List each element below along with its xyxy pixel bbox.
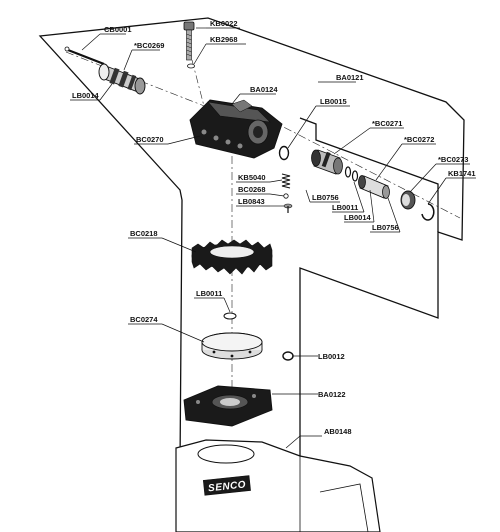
label-bc0218: BC0218 xyxy=(130,229,158,238)
part-bc0218-ring xyxy=(191,239,273,275)
axis-left-barrel xyxy=(65,51,231,117)
part-lb0843-screw xyxy=(283,203,293,213)
label-lb0011-a: LB0011 xyxy=(332,203,358,212)
frame-outline xyxy=(38,17,465,467)
part-lb0012-oring xyxy=(282,351,294,361)
part-lb0011-ring-a xyxy=(351,170,359,182)
label-kb2968: KB2968 xyxy=(210,35,238,44)
label-bc0272: *BC0272 xyxy=(404,135,434,144)
part-kb1741-clip xyxy=(421,203,435,221)
label-lb0015: LB0015 xyxy=(320,97,347,106)
label-lb0014-b: LB0014 xyxy=(344,213,372,222)
label-lb0756-b: LB0756 xyxy=(372,223,399,232)
label-bc0274: BC0274 xyxy=(130,315,158,324)
part-ab0148-body: SENCO xyxy=(175,439,381,532)
label-kb1741: KB1741 xyxy=(448,169,476,178)
label-bc0271: *BC0271 xyxy=(372,119,402,128)
label-ba0122: BA0122 xyxy=(318,390,346,399)
part-kb5040-spring xyxy=(281,173,291,189)
part-bc0274-plate xyxy=(201,332,263,360)
label-kb5040: KB5040 xyxy=(238,173,266,182)
label-lb0014-a: LB0014 xyxy=(72,91,100,100)
label-bc0268: BC0268 xyxy=(238,185,266,194)
part-bc0269-valve xyxy=(98,63,146,95)
part-bc0273-cap xyxy=(400,190,416,210)
label-lb0012: LB0012 xyxy=(318,352,345,361)
label-ba0121: BA0121 xyxy=(336,73,364,82)
label-lb0843: LB0843 xyxy=(238,197,265,206)
part-kb0022-bolt xyxy=(183,21,195,61)
svg-text:SENCO: SENCO xyxy=(208,479,247,494)
labels: CB0001 *BC0269 KB0022 KB2968 BA0121 LB00… xyxy=(70,19,476,449)
part-lb0011-washer-b xyxy=(223,312,237,320)
part-ba0124-head xyxy=(189,99,283,159)
axis-right-barrel xyxy=(269,119,461,219)
part-cb0001-pin xyxy=(64,46,105,66)
senco-logo: SENCO xyxy=(202,475,251,496)
part-bc0271-valve xyxy=(311,149,343,175)
axis-bolt xyxy=(191,59,206,111)
part-bc0272-piston xyxy=(358,175,390,199)
part-ba0122-base xyxy=(183,385,273,427)
label-ab0148: AB0148 xyxy=(324,427,352,436)
part-kb2968-washer xyxy=(187,63,195,69)
label-bc0270: BC0270 xyxy=(136,135,164,144)
frame-inner-step xyxy=(299,117,439,232)
label-lb0756-a: LB0756 xyxy=(312,193,339,202)
label-lb0011-b: LB0011 xyxy=(196,289,222,298)
label-bc0273: *BC0273 xyxy=(438,155,468,164)
label-ba0124: BA0124 xyxy=(250,85,278,94)
label-kb0022: KB0022 xyxy=(210,19,238,28)
part-bc0268-ball xyxy=(283,193,289,199)
part-lb0756-ring-a xyxy=(344,166,352,178)
part-lb0015-oring xyxy=(278,145,290,161)
label-bc0269: *BC0269 xyxy=(134,41,164,50)
label-cb0001: CB0001 xyxy=(104,25,132,34)
